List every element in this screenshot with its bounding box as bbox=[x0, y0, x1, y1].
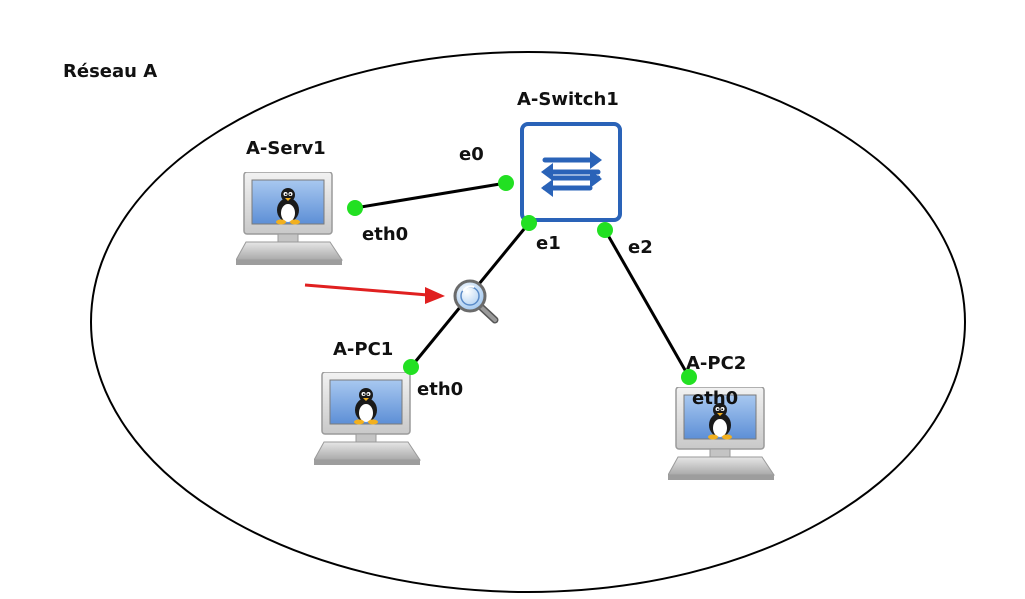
interface-label-sw-e2: e2 bbox=[628, 237, 653, 258]
serv1-computer-icon[interactable] bbox=[236, 172, 343, 266]
port-dot-pc2-eth0[interactable] bbox=[681, 369, 697, 385]
pc1-label: A-PC1 bbox=[333, 339, 394, 360]
switch-label: A-Switch1 bbox=[517, 89, 619, 110]
port-dot-switch-e2[interactable] bbox=[597, 222, 613, 238]
interface-label-sw-e1: e1 bbox=[536, 233, 561, 254]
port-dot-switch-e0[interactable] bbox=[498, 175, 514, 191]
port-dot-serv1-eth0[interactable] bbox=[347, 200, 363, 216]
interface-label-pc2-eth0: eth0 bbox=[692, 388, 739, 409]
link-pc2-switch[interactable] bbox=[603, 229, 691, 378]
link-serv1-switch[interactable] bbox=[354, 181, 507, 210]
interface-label-serv1-eth0: eth0 bbox=[362, 224, 409, 245]
interface-label-pc1-eth0: eth0 bbox=[417, 379, 464, 400]
interface-label-sw-e0: e0 bbox=[459, 144, 484, 165]
pc2-label: A-PC2 bbox=[686, 353, 747, 374]
pc1-computer-icon[interactable] bbox=[314, 372, 421, 466]
port-dot-pc1-eth0[interactable] bbox=[403, 359, 419, 375]
port-dot-switch-e1[interactable] bbox=[521, 215, 537, 231]
magnifier-icon[interactable] bbox=[453, 279, 499, 324]
red-arrow-icon bbox=[304, 283, 445, 304]
serv1-label: A-Serv1 bbox=[246, 138, 326, 159]
network-label: Réseau A bbox=[63, 61, 158, 82]
network-boundary bbox=[90, 51, 966, 593]
switch-icon[interactable] bbox=[520, 122, 622, 222]
